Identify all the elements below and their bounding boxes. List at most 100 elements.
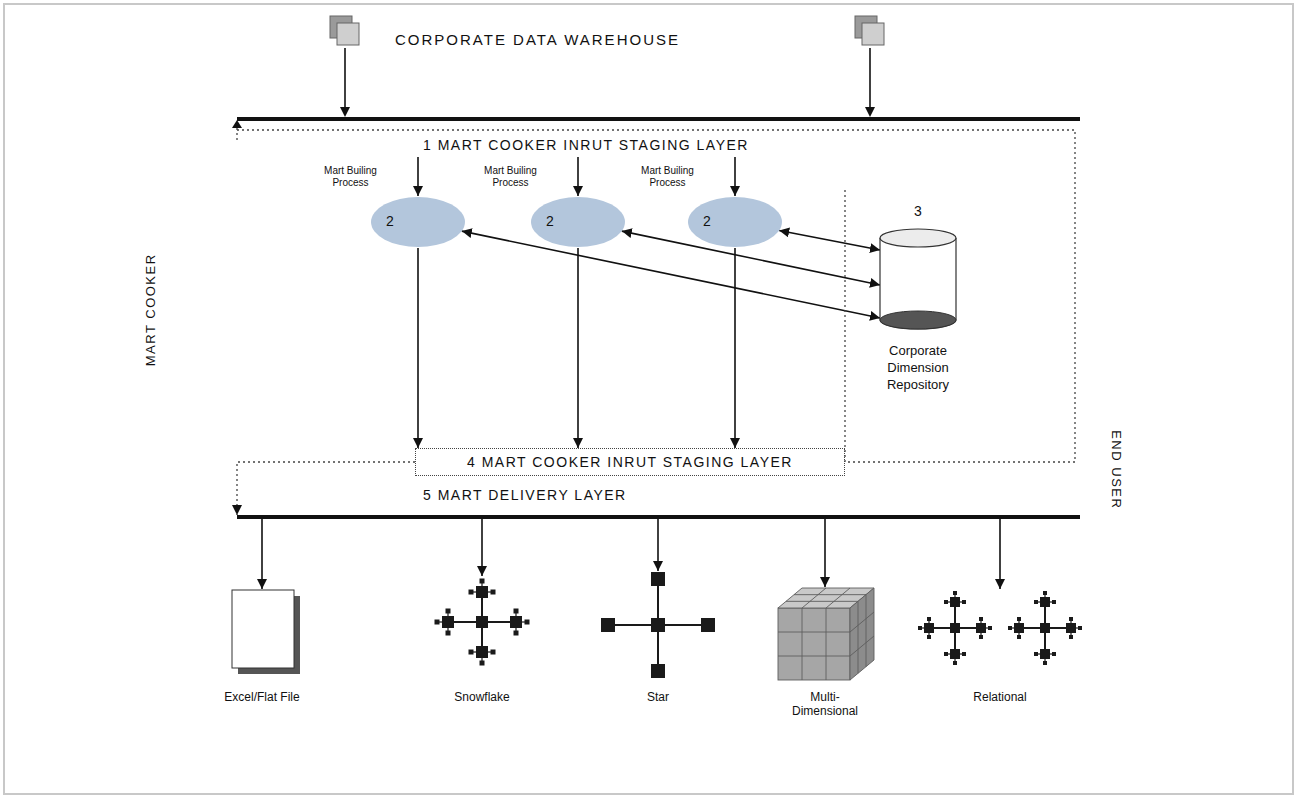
table-square: [476, 586, 488, 598]
cube-face: [850, 588, 874, 680]
output-format: Excel/Flat File: [212, 589, 312, 709]
table-square: [480, 661, 485, 666]
process-ellipse-shape: [530, 196, 626, 248]
connector: [999, 519, 1001, 589]
side-label: END USER: [1108, 430, 1124, 509]
process-label: Mart Builing Process: [640, 165, 695, 188]
table-square: [962, 600, 966, 604]
table-square: [1017, 617, 1021, 621]
connector: [462, 231, 880, 318]
connector: [417, 248, 419, 448]
diagram-title: CORPORATE DATA WAREHOUSE: [395, 31, 680, 49]
table-square: [446, 631, 451, 636]
cylinder-base: [880, 311, 956, 329]
cube-grid: [778, 656, 850, 657]
table-square: [1034, 652, 1038, 656]
connector: [824, 519, 826, 587]
repository-cylinder: 3Corporate Dimension Repository: [860, 195, 976, 395]
table-square: [651, 572, 665, 586]
table-square: [1069, 617, 1073, 621]
table-square: [918, 626, 922, 630]
process-ellipse: Mart Builing Process2: [635, 163, 785, 253]
table-square: [525, 620, 530, 625]
table-square: [1034, 600, 1038, 604]
table-square: [979, 635, 983, 639]
cube-grid: [850, 612, 874, 632]
cube-grid: [794, 594, 866, 595]
repository-label: Corporate Dimension Repository: [868, 343, 968, 394]
star-icon: [598, 571, 718, 709]
table-square: [435, 620, 440, 625]
callout-number: 2: [546, 213, 554, 230]
table-square: [1078, 626, 1082, 630]
output-caption: Star: [598, 690, 718, 704]
connector: [261, 519, 263, 589]
table-square: [944, 600, 948, 604]
table-square: [701, 618, 715, 632]
table-square: [1066, 623, 1076, 633]
connector: [577, 248, 579, 448]
cube-face: [778, 608, 850, 680]
table-square: [491, 590, 496, 595]
table-square: [927, 635, 931, 639]
table-square: [1052, 652, 1056, 656]
layer-label: 5 MART DELIVERY LAYER: [420, 487, 630, 504]
table-square: [651, 618, 665, 632]
callout-number: 3: [860, 203, 976, 220]
table-square: [1008, 626, 1012, 630]
table-square: [1040, 649, 1050, 659]
output-format: Snowflake: [422, 576, 542, 709]
table-square: [944, 652, 948, 656]
cube-grid: [802, 608, 803, 680]
cube-grid: [858, 601, 859, 673]
connector: [734, 157, 736, 196]
table-square: [476, 646, 488, 658]
process-label: Mart Builing Process: [483, 165, 538, 188]
table-square: [1043, 591, 1047, 595]
cube-grid: [826, 608, 827, 680]
process-ellipse: Mart Builing Process2: [318, 163, 468, 253]
table-square: [962, 652, 966, 656]
arrow-head: [232, 120, 242, 128]
output-caption: Relational: [900, 690, 1100, 704]
mart-cooker-region: MART COOKERMart Builing Process2Mart Bui…: [130, 126, 1080, 478]
ellipse: [688, 197, 782, 247]
table-square: [979, 617, 983, 621]
table-square: [1043, 661, 1047, 665]
table-square: [469, 590, 474, 595]
staging-layer: 1 MART COOKER INRUT STAGING LAYER: [237, 117, 1080, 157]
table-square: [924, 623, 934, 633]
cube-grid: [826, 588, 850, 608]
delivery-layer: 5 MART DELIVERY LAYER: [237, 485, 1080, 519]
table-square: [469, 650, 474, 655]
table-square: [476, 616, 488, 628]
connector: [734, 248, 736, 448]
region-title: MART COOKER: [142, 253, 158, 366]
connector: [657, 519, 659, 571]
cube-grid: [778, 632, 850, 633]
callout-number: 2: [386, 213, 394, 230]
cube-grid: [866, 595, 867, 667]
table-square: [1014, 623, 1024, 633]
table-square: [950, 597, 960, 607]
output-caption: Multi-Dimensional: [789, 690, 861, 719]
table-square: [510, 616, 522, 628]
table-square: [953, 661, 957, 665]
table-square: [651, 664, 665, 678]
table-square: [446, 609, 451, 614]
page-sheet: [232, 590, 294, 668]
cylinder-body: [880, 238, 956, 329]
table-square: [514, 631, 519, 636]
output-caption: Excel/Flat File: [212, 690, 312, 704]
page-frame: [4, 4, 1293, 794]
connector: [237, 462, 415, 515]
table-square: [442, 616, 454, 628]
connector: [417, 157, 419, 196]
table-square: [514, 609, 519, 614]
table-square: [1040, 597, 1050, 607]
ellipse: [531, 197, 625, 247]
process-ellipse-shape: [687, 196, 783, 248]
table-square: [1052, 600, 1056, 604]
source-icon: [855, 16, 884, 117]
table-square: [950, 649, 960, 659]
